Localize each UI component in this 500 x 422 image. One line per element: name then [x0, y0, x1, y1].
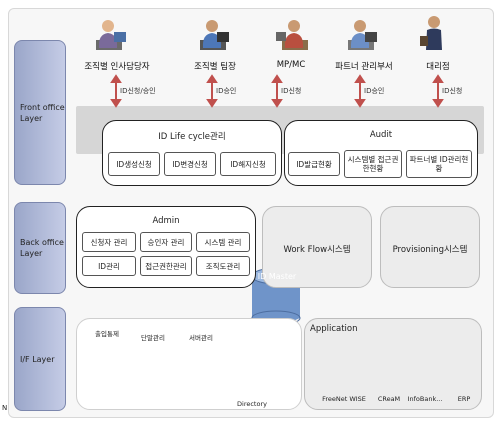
role-mp-mc: MP/MC: [276, 60, 306, 70]
admin-item: 신청자 관리: [82, 232, 136, 252]
person-icon: [348, 20, 377, 50]
server-label: InfoBank...: [407, 395, 443, 403]
audit-title: Audit: [369, 130, 393, 140]
server-label: ERP: [457, 395, 471, 403]
interface-label: 출입통제: [95, 330, 119, 338]
interface-label: 단말관리: [141, 334, 165, 342]
lifecycle-item: ID변경신청: [164, 152, 216, 176]
person-icon: [276, 20, 308, 50]
admin-item: 조직도관리: [196, 256, 250, 276]
audit-item: 파트너별 ID관리현황: [406, 150, 472, 178]
id-master-label: ID Master: [257, 272, 297, 281]
person-icon: [420, 16, 442, 50]
admin-title: Admin: [152, 216, 180, 226]
layer-interface: I/F Layer: [14, 307, 66, 411]
person-icon: [200, 20, 229, 50]
audit-item: ID발급현황: [288, 152, 340, 176]
application-panel: [304, 318, 482, 410]
person-icon: [96, 20, 126, 50]
application-title: Application: [310, 324, 358, 334]
directory-label: Directory: [237, 400, 267, 408]
lifecycle-item: ID해지신청: [220, 152, 276, 176]
flow-label: ID신청: [442, 87, 463, 95]
workflow-panel: [262, 206, 372, 288]
interface-panel: [76, 318, 302, 410]
role-partner-dept: 파트너 관리부서: [335, 62, 393, 72]
interface-label: 서버관리: [189, 334, 213, 342]
audit-item: 시스템별 접근권한현황: [344, 150, 402, 178]
flow-arrows: [110, 74, 444, 108]
admin-item: 시스템 관리: [196, 232, 250, 252]
flow-label: ID신청: [281, 87, 302, 95]
provisioning-label: Provisioning시스템: [392, 245, 468, 255]
lifecycle-title: ID Life cycle관리: [158, 132, 226, 142]
admin-item: ID관리: [82, 256, 136, 276]
provisioning-panel: [380, 206, 480, 288]
server-label: CReaM: [377, 395, 401, 403]
role-agency: 대리점: [426, 62, 450, 72]
admin-item: 승인자 관리: [140, 232, 192, 252]
layer-front-office: Front office Layer: [14, 40, 66, 185]
layer-interface-label: I/F Layer: [20, 354, 55, 364]
server-label: FreeNet WISE: [322, 395, 366, 403]
layer-front-office-label: Front office Layer: [20, 102, 65, 123]
layer-back-office: Back office Layer: [14, 202, 66, 294]
layer-back-office-label: Back office Layer: [20, 238, 64, 258]
workflow-label: Work Flow시스템: [283, 245, 351, 255]
admin-item: 접근권한관리: [140, 256, 192, 276]
corner-mark: N: [2, 404, 8, 412]
flow-label: ID승인: [364, 87, 385, 95]
role-hr-manager: 조직별 인사담당자: [84, 62, 150, 72]
role-team-leader: 조직별 팀장: [194, 62, 236, 72]
flow-label: ID승인: [216, 87, 237, 95]
flow-label: ID신청/승인: [120, 87, 156, 95]
lifecycle-item: ID생성신청: [108, 152, 160, 176]
